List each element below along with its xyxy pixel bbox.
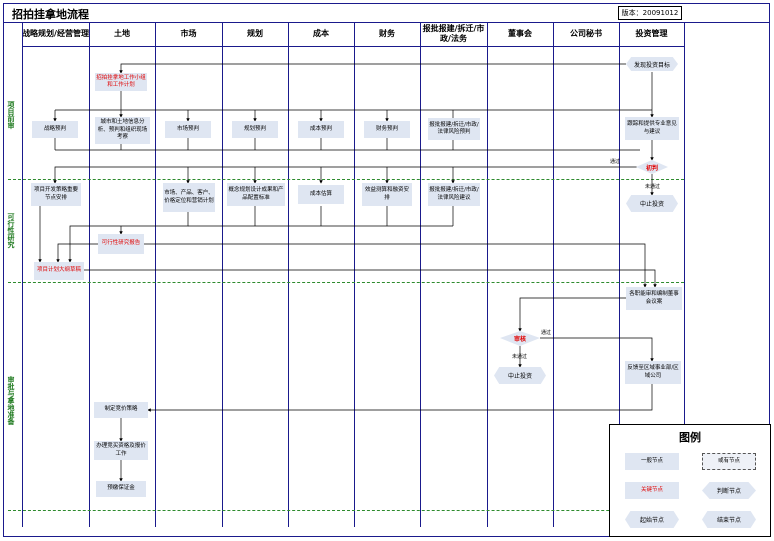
node-strategy-pre: 战略预判 bbox=[32, 121, 78, 138]
node-invest-goal: 发现投资目标 bbox=[626, 57, 678, 71]
node-finance-calc: 效益测算和融资安排 bbox=[362, 183, 412, 206]
node-approval-risk: 报批报建/拆迁/市政/法律风险建议 bbox=[428, 183, 480, 206]
phase-label-approval: 审批与拿地准备 bbox=[7, 375, 15, 425]
node-board-review: 审核 bbox=[513, 336, 526, 343]
node-dept-review: 各职能审和编制董事会议案 bbox=[626, 287, 682, 310]
decision-first-review-shape bbox=[636, 160, 668, 174]
phase-label-prereview: 项目前审 bbox=[7, 101, 15, 129]
legend-box: 图例 一般节点 或有节点 关键节点 判断节点 起始节点 结束节点 bbox=[609, 424, 771, 537]
label-pass-1: 通过 bbox=[610, 159, 621, 165]
node-market-pos: 市场、产品、客户、价格定位和营销计划 bbox=[163, 183, 215, 212]
node-approval-pre: 报批报建/拆迁/市政/法律风险预判 bbox=[428, 118, 480, 140]
lane-divider bbox=[619, 22, 620, 527]
phase-divider-1 bbox=[8, 179, 684, 180]
legend-optional: 或有节点 bbox=[702, 453, 756, 470]
lane-divider bbox=[222, 22, 223, 527]
top-border bbox=[3, 22, 770, 23]
node-plan-design: 概念规划设计成果和产品配置标准 bbox=[227, 183, 285, 206]
decision-board-review-shape bbox=[500, 331, 540, 346]
node-land-analysis: 城市和土地信息分析、预判和组织现场考察 bbox=[95, 117, 150, 144]
node-follow-invest: 跟踪和提供专业意见与建议 bbox=[625, 117, 679, 140]
lane-divider bbox=[487, 22, 488, 527]
node-feasibility: 可行性研究报告 bbox=[98, 234, 144, 254]
phase-divider-3 bbox=[8, 510, 684, 511]
lane-divider bbox=[684, 22, 685, 424]
lane-divider bbox=[553, 22, 554, 527]
lane-divider bbox=[89, 22, 90, 527]
lane-header-land: 土地 bbox=[114, 29, 130, 38]
version-label: 版本：20091012 bbox=[618, 6, 682, 20]
lane-header-approval: 报批报建/拆迁/市政/法务 bbox=[422, 24, 485, 43]
phase-divider-2 bbox=[8, 282, 684, 283]
legend-decision: 判断节点 bbox=[702, 482, 756, 499]
lane-header-planning: 规划 bbox=[247, 29, 263, 38]
node-project-plan: 项目计划大纲草稿 bbox=[34, 262, 84, 280]
node-first-review: 初判 bbox=[645, 164, 658, 172]
label-fail-2: 未通过 bbox=[512, 354, 528, 360]
lane-header-market: 市场 bbox=[180, 29, 197, 38]
node-cost-est: 成本估算 bbox=[298, 185, 344, 204]
lane-divider bbox=[155, 22, 156, 527]
node-finance-pre: 财务预判 bbox=[364, 121, 410, 138]
legend-normal: 一般节点 bbox=[625, 453, 679, 470]
node-stop-1: 中止投资 bbox=[626, 195, 678, 212]
lane-divider bbox=[354, 22, 355, 527]
diagram-title: 招拍挂拿地流程 bbox=[12, 8, 89, 21]
lane-header-strategy: 战略规划/经营管理 bbox=[22, 29, 89, 38]
lane-header-board: 董事会 bbox=[508, 29, 532, 38]
lane-divider bbox=[420, 22, 421, 527]
node-plan-pre: 规划预判 bbox=[232, 121, 278, 138]
legend-title: 图例 bbox=[679, 431, 701, 444]
node-bid-strategy: 制定竞价策略 bbox=[94, 402, 148, 418]
lane-header-secretary: 公司秘书 bbox=[570, 29, 602, 38]
node-stop-2: 中止投资 bbox=[494, 367, 546, 384]
phase-label-feasibility: 可行性研究 bbox=[7, 212, 15, 248]
legend-key: 关键节点 bbox=[625, 482, 679, 499]
node-land-team: 招拍挂拿地工作小组和工作计划 bbox=[95, 73, 147, 91]
legend-end: 结束节点 bbox=[702, 511, 756, 528]
label-pass-2: 通过 bbox=[541, 330, 552, 336]
node-feedback: 反馈至区域事业部/区域公司 bbox=[625, 361, 681, 384]
node-cost-pre: 成本预判 bbox=[298, 121, 344, 138]
lane-header-finance: 财务 bbox=[379, 29, 395, 38]
node-proj-strategy: 项目开发策略重要节点安排 bbox=[31, 183, 81, 206]
node-bid-qual: 办理竞买资格及报价工作 bbox=[94, 441, 148, 460]
node-market-pre: 市场预判 bbox=[165, 121, 211, 138]
title-bar: 招拍挂拿地流程 bbox=[3, 3, 770, 21]
lane-divider bbox=[288, 22, 289, 527]
legend-start: 起始节点 bbox=[625, 511, 679, 528]
label-fail-1: 未通过 bbox=[645, 184, 661, 190]
lane-divider bbox=[22, 22, 23, 527]
diagram-frame bbox=[3, 3, 770, 537]
lane-header-investment: 投资管理 bbox=[635, 29, 668, 38]
node-deposit: 预缴保证金 bbox=[96, 481, 146, 497]
header-bottom-line bbox=[22, 46, 684, 47]
lane-header-cost: 成本 bbox=[313, 29, 329, 38]
